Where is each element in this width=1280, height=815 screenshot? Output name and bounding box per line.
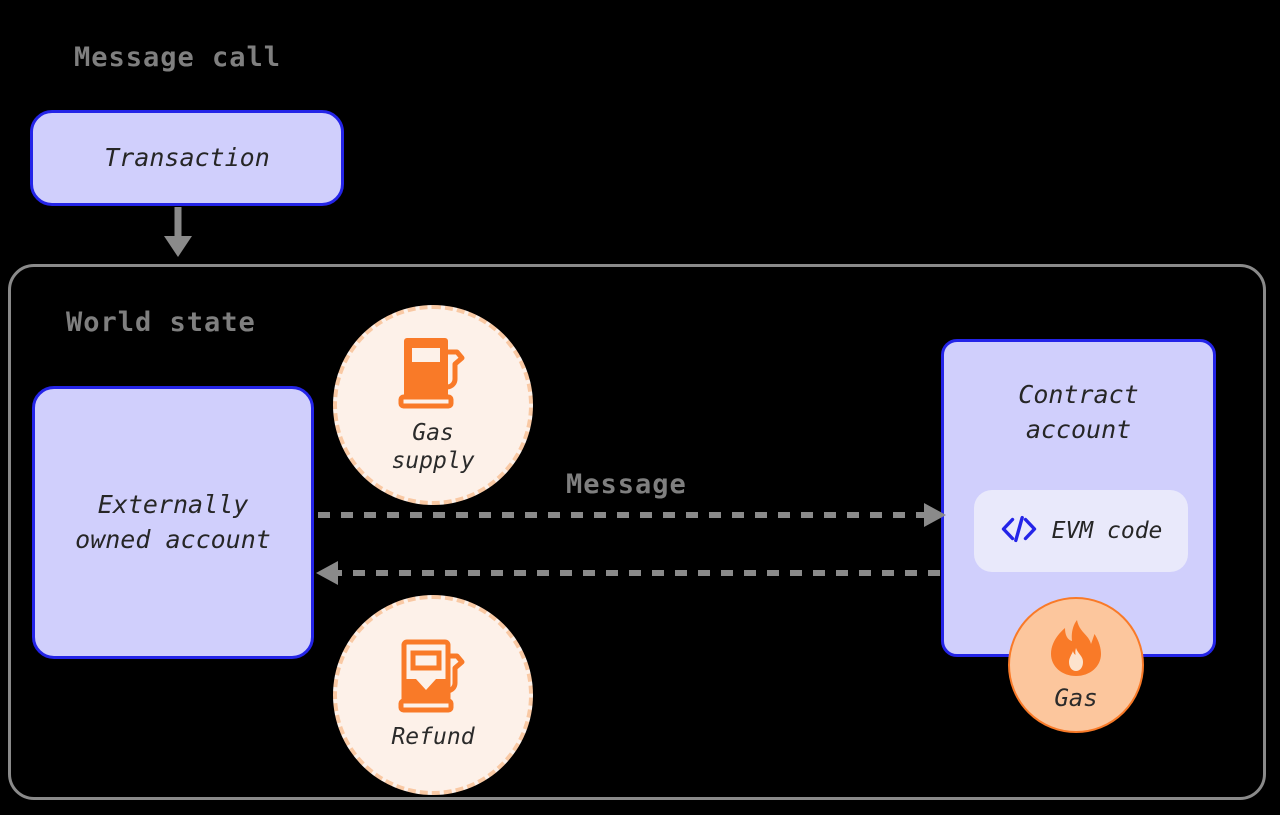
evm-code-chip[interactable]: EVM code (974, 490, 1188, 572)
refund-badge: Refund (333, 595, 533, 795)
evm-code-label: EVM code (1051, 518, 1163, 544)
externally-owned-account-label: Externally owned account (75, 490, 271, 554)
code-brackets-icon (1000, 515, 1038, 547)
message-call-title: Message call (74, 42, 282, 73)
contract-account-label: Contract account (1018, 380, 1139, 444)
world-state-container (8, 264, 1266, 800)
externally-owned-account-node[interactable]: Externally owned account (32, 386, 314, 659)
gas-supply-caption: Gas supply (391, 420, 475, 474)
message-arrow-label: Message (566, 469, 687, 500)
gas-supply-badge: Gas supply (333, 305, 533, 505)
gas-pump-full-icon (397, 334, 469, 414)
world-state-title: World state (66, 307, 256, 338)
transaction-label: Transaction (104, 142, 270, 172)
gas-pump-low-icon (397, 638, 469, 718)
gas-badge: Gas (1008, 597, 1144, 733)
flame-icon (1049, 618, 1103, 682)
transaction-node[interactable]: Transaction (30, 110, 344, 206)
refund-caption: Refund (391, 724, 475, 751)
gas-caption: Gas (1054, 684, 1098, 712)
arrow-transaction-to-world-state (164, 207, 192, 257)
